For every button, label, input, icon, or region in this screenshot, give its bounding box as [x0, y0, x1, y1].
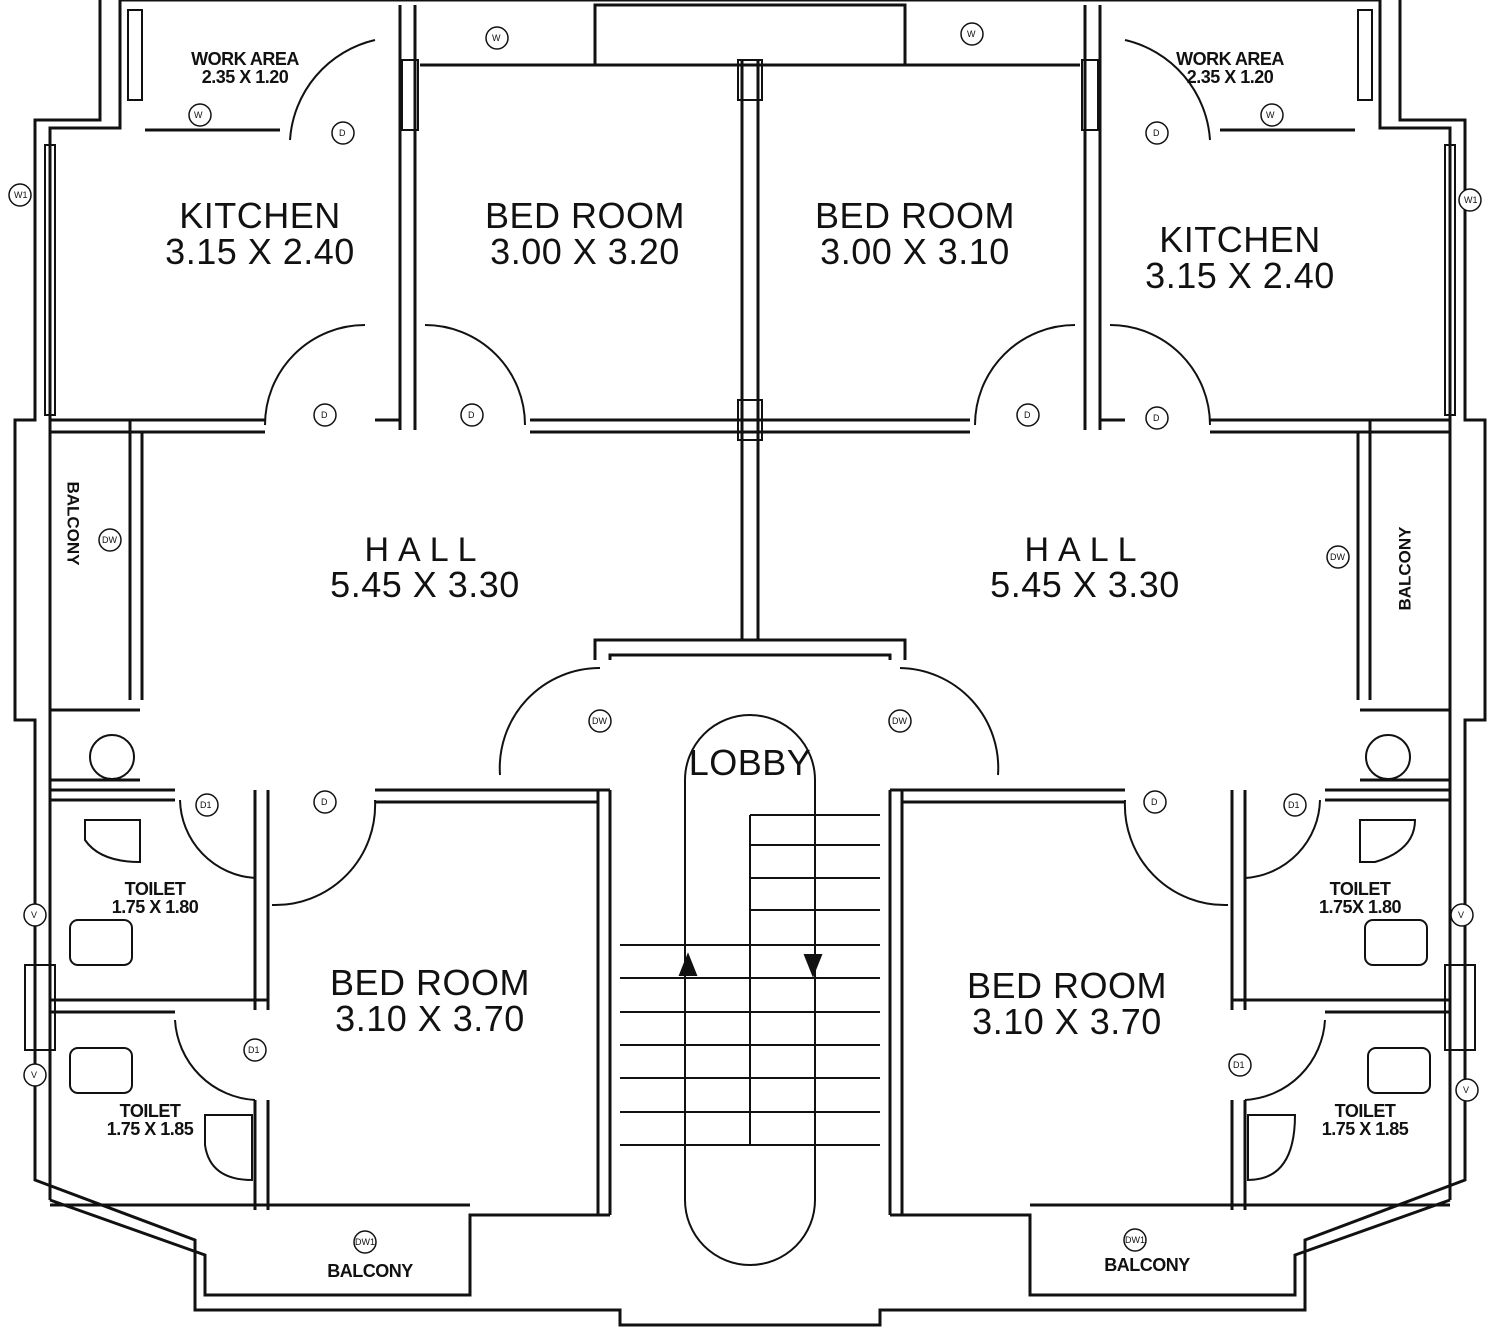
- room-size: 3.10 X 3.70: [972, 1001, 1162, 1042]
- svg-text:D1: D1: [248, 1045, 260, 1055]
- svg-text:W: W: [967, 29, 976, 39]
- room-name: TOILET: [1329, 879, 1391, 899]
- toilet-fixtures: [69, 734, 1431, 1182]
- svg-text:DW: DW: [1330, 552, 1345, 562]
- room-name: BED ROOM: [484, 195, 685, 236]
- balcony-bottom-left-label: BALCONY: [327, 1261, 413, 1281]
- hall-right-label: HALL 5.45 X 3.30: [960, 533, 1210, 603]
- room-size: 3.15 X 2.40: [165, 231, 355, 272]
- svg-text:W: W: [492, 33, 501, 43]
- kitchen-left-label: KITCHEN 3.15 X 2.40: [145, 198, 375, 270]
- room-name: TOILET: [1334, 1101, 1396, 1121]
- svg-text:D: D: [321, 797, 328, 807]
- door-swings: [174, 39, 1326, 1101]
- room-name: TOILET: [124, 879, 186, 899]
- svg-text:D: D: [1024, 410, 1031, 420]
- room-name: WORK AREA: [191, 49, 299, 69]
- room-name: KITCHEN: [179, 195, 341, 236]
- room-name: LOBBY: [688, 742, 812, 783]
- svg-text:D: D: [321, 410, 328, 420]
- work-area-left-label: WORK AREA 2.35 X 1.20: [170, 50, 320, 86]
- balcony-bottom-right-label: BALCONY: [1104, 1255, 1190, 1275]
- room-size: 1.75 X 1.85: [1321, 1119, 1409, 1139]
- top-walls: [120, 0, 1380, 640]
- svg-text:V: V: [1458, 910, 1464, 920]
- room-size: 3.00 X 3.20: [490, 231, 680, 272]
- room-name: BED ROOM: [966, 965, 1167, 1006]
- room-name: TOILET: [119, 1101, 181, 1121]
- bed-bottom-right-label: BED ROOM 3.10 X 3.70: [952, 968, 1182, 1040]
- room-size: 1.75 X 1.85: [106, 1119, 194, 1139]
- svg-text:V: V: [31, 1070, 37, 1080]
- balcony-left-side-label: BALCONY: [63, 481, 83, 566]
- svg-text:W1: W1: [1464, 195, 1478, 205]
- room-size: 2.35 X 1.20: [1186, 67, 1274, 87]
- bed-bottom-left-label: BED ROOM 3.10 X 3.70: [315, 965, 545, 1037]
- svg-text:D1: D1: [1288, 800, 1300, 810]
- toilet-left-upper-label: TOILET 1.75 X 1.80: [80, 880, 230, 916]
- room-name: HALL: [1024, 531, 1146, 569]
- room-name: KITCHEN: [1159, 219, 1321, 260]
- room-name: WORK AREA: [1176, 49, 1284, 69]
- middle-walls: [50, 418, 1450, 700]
- svg-text:W: W: [1266, 110, 1275, 120]
- svg-text:D: D: [468, 410, 475, 420]
- svg-text:DW: DW: [592, 716, 607, 726]
- windows: [24, 9, 1476, 1051]
- work-area-right-label: WORK AREA 2.35 X 1.20: [1155, 50, 1305, 86]
- svg-text:W1: W1: [14, 190, 28, 200]
- svg-text:D: D: [339, 128, 346, 138]
- svg-text:V: V: [31, 910, 37, 920]
- balcony-right-side-label: BALCONY: [1395, 526, 1415, 611]
- toilet-left-lower-label: TOILET 1.75 X 1.85: [75, 1102, 225, 1138]
- outer-walls: [13, 0, 1487, 1327]
- svg-text:V: V: [1463, 1085, 1469, 1095]
- room-size: 5.45 X 3.30: [330, 564, 520, 605]
- svg-text:D: D: [1151, 797, 1158, 807]
- staircase: [620, 714, 880, 1266]
- svg-text:D1: D1: [1233, 1060, 1245, 1070]
- bed-top-left-label: BED ROOM 3.00 X 3.20: [470, 198, 700, 270]
- toilet-right-lower-label: TOILET 1.75 X 1.85: [1290, 1102, 1440, 1138]
- room-size: 5.45 X 3.30: [990, 564, 1180, 605]
- room-size: 3.10 X 3.70: [335, 998, 525, 1039]
- room-size: 1.75 X 1.80: [111, 897, 199, 917]
- toilet-right-upper-label: TOILET 1.75X 1.80: [1285, 880, 1435, 916]
- svg-text:D: D: [1153, 413, 1160, 423]
- svg-text:W: W: [194, 110, 203, 120]
- room-name: BED ROOM: [814, 195, 1015, 236]
- lower-walls: [50, 708, 1450, 1215]
- room-size: 3.15 X 2.40: [1145, 255, 1335, 296]
- bed-top-right-label: BED ROOM 3.00 X 3.10: [800, 198, 1030, 270]
- svg-text:DW: DW: [102, 535, 117, 545]
- lobby-label: LOBBY: [670, 745, 830, 781]
- hall-left-label: HALL 5.45 X 3.30: [300, 533, 550, 603]
- opening-tags: W W W W W1 W1 D D D D D D DW DW DW DW D1…: [8, 22, 1482, 1254]
- svg-text:D1: D1: [200, 800, 212, 810]
- kitchen-right-label: KITCHEN 3.15 X 2.40: [1125, 222, 1355, 294]
- svg-text:D: D: [1153, 128, 1160, 138]
- room-name: HALL: [364, 531, 486, 569]
- svg-text:DW1: DW1: [355, 1237, 375, 1247]
- svg-text:DW1: DW1: [1125, 1235, 1145, 1245]
- room-size: 2.35 X 1.20: [201, 67, 289, 87]
- room-size: 1.75X 1.80: [1318, 897, 1402, 917]
- room-name: BED ROOM: [329, 962, 530, 1003]
- room-size: 3.00 X 3.10: [820, 231, 1010, 272]
- svg-text:DW: DW: [892, 716, 907, 726]
